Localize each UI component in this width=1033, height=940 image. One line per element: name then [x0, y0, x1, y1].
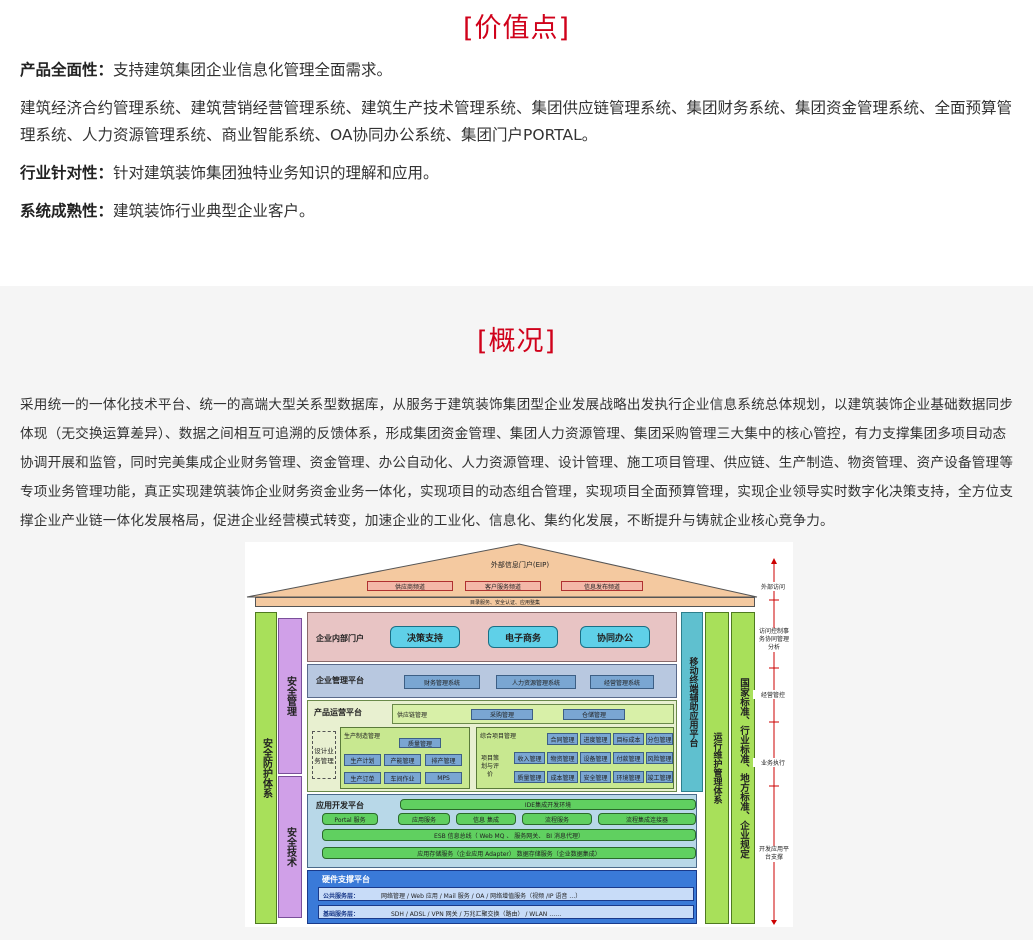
supply-item: 采购管理: [471, 709, 533, 720]
levels-arrow: [769, 558, 779, 925]
mgmt-item: 经营管理系统: [590, 675, 654, 689]
proj-item: 付款管理: [613, 752, 644, 764]
mfg-title: 生产制造管理: [344, 733, 381, 740]
dev-service: 应用服务: [398, 813, 450, 825]
esb-bus: ESB 信息总线（ Web MQ 、 服务网关、 BI 消息代理）: [322, 829, 696, 841]
right-label: 开发应用平台支撑: [757, 846, 791, 862]
storage-services: 应用存储服务（企业应用 Adapter） 数据存储服务（企业数据集成）: [322, 847, 696, 859]
overview-title: [概况]: [476, 326, 557, 357]
proj-item: 安全管理: [580, 771, 611, 783]
proj-item: 成本管理: [547, 771, 578, 783]
product-ops-layer: 产品运营平台 供应链管理 采购管理 仓储管理 设计业务管理 生产制造管理 质量管…: [307, 700, 677, 792]
mgmt-title: 企业管理平台: [316, 676, 364, 685]
proj-planning: 项目策划与评价: [480, 755, 499, 778]
mfg-mgmt-box: 生产制造管理 质量管理 生产计划 产能管理 排产管理 生产订单 车间作业 MPS: [340, 727, 470, 789]
dev-title: 应用开发平台: [316, 801, 364, 810]
proj-item: 物资管理: [547, 752, 578, 764]
mfg-item: 生产计划: [344, 754, 381, 766]
enterprise-mgmt-layer: 企业管理平台 财务管理系统 人力资源管理系统 经营管理系统: [307, 664, 677, 698]
proj-item: 设备管理: [580, 752, 611, 764]
public-label: 公共服务层：: [323, 893, 360, 900]
supply-chain-label: 供应链管理: [397, 712, 428, 719]
standards-column: 国家标准、行业标准、地方标准、企业规定: [731, 612, 755, 924]
value-title: [价值点]: [462, 13, 571, 44]
project-mgmt-box: 综合项目管理 项目策划与评价 合同管理 进度管理 目标成本 分包管理 收入管理 …: [476, 727, 674, 789]
portal-button: 电子商务: [488, 626, 558, 648]
value-item-label: 系统成熟性：: [20, 202, 114, 220]
portal-button: 决策支持: [390, 626, 460, 648]
base-service-row: 基础服务层： SDH / ADSL / VPN 网关 / 万兆汇聚交换（路由） …: [318, 905, 694, 919]
security-technology: 安全技术: [278, 776, 302, 918]
mobile-platform: 移动终端辅助应用平台: [681, 612, 703, 792]
proj-item: 环境管理: [613, 771, 644, 783]
right-label: 经营管控: [753, 690, 793, 699]
ide-box: IDE集成开发环境: [400, 799, 696, 810]
app-dev-layer: 应用开发平台 IDE集成开发环境 Portal 服务 应用服务 信息 集成 流程…: [307, 794, 697, 868]
ops-title: 产品运营平台: [314, 708, 362, 717]
public-service-row: 公共服务层： 网络管理 / Web 应用 / Mail 服务 / OA / 网络…: [318, 887, 694, 901]
public-text: 网络管理 / Web 应用 / Mail 服务 / OA / 网络增值服务（视频…: [381, 893, 582, 900]
supply-chain-box: 供应链管理 采购管理 仓储管理: [392, 704, 674, 724]
value-item-label: 产品全面性：: [20, 61, 114, 79]
right-label: 访问控制事务协同管理分析: [757, 628, 791, 652]
mfg-item: 质量管理: [399, 738, 441, 748]
architecture-diagram: 外部信息门户(EIP) 供应商频道 客户服务频道 信息发布频道 目录服务、安全认…: [245, 542, 793, 927]
proj-item: 目标成本: [613, 733, 644, 745]
dev-service: 流程服务: [522, 813, 592, 825]
base-text: SDH / ADSL / VPN 网关 / 万兆汇聚交换（路由） / WLAN …: [391, 911, 562, 918]
proj-item: 分包管理: [646, 733, 673, 745]
roof-channel: 客户服务频道: [465, 581, 541, 591]
dev-service: 信息 集成: [456, 813, 516, 825]
security-management: 安全管理: [278, 618, 302, 774]
dev-service: 流程集成连接器: [598, 813, 696, 825]
mgmt-item: 财务管理系统: [404, 675, 480, 689]
mfg-item: 产能管理: [384, 754, 421, 766]
security-protection-system: 安全防护体系: [255, 612, 277, 924]
mfg-item: 车间作业: [384, 772, 421, 784]
roof-channel: 供应商频道: [367, 581, 453, 591]
right-label: 外部访问: [753, 582, 793, 591]
value-item-text: 建筑经济合约管理系统、建筑营销经营管理系统、建筑生产技术管理系统、集团供应链管理…: [20, 99, 1013, 144]
portal-title: 企业内部门户: [316, 634, 364, 643]
value-item-2: 建筑经济合约管理系统、建筑营销经营管理系统、建筑生产技术管理系统、集团供应链管理…: [20, 95, 1015, 149]
proj-item: 风险管理: [646, 752, 673, 764]
value-item-4: 系统成熟性：建筑装饰行业典型企业客户。: [20, 198, 1015, 225]
mfg-item: 排产管理: [425, 754, 462, 766]
enterprise-portal-layer: 企业内部门户 决策支持 电子商务 协同办公: [307, 612, 677, 662]
value-item-3: 行业针对性：针对建筑装饰集团独特业务知识的理解和应用。: [20, 160, 1015, 187]
overview-text: 采用统一的一体化技术平台、统一的高端大型关系型数据库，从服务于建筑装饰集团型企业…: [20, 397, 1014, 529]
base-label: 基础服务层：: [323, 911, 360, 918]
proj-item: 合同管理: [547, 733, 578, 745]
portal-button: 协同办公: [580, 626, 650, 648]
roof-channel: 信息发布频道: [561, 581, 643, 591]
hw-title: 硬件支撑平台: [322, 875, 370, 884]
value-item-text: 支持建筑集团企业信息化管理全面需求。: [113, 61, 393, 79]
mfg-item: MPS: [425, 772, 462, 784]
value-item-text: 建筑装饰行业典型企业客户。: [113, 202, 315, 220]
mfg-item: 生产订单: [344, 772, 381, 784]
value-item-label: 行业针对性：: [20, 164, 114, 182]
supply-item: 仓储管理: [563, 709, 625, 720]
proj-title: 综合项目管理: [480, 733, 517, 740]
roof-title: 外部信息门户(EIP): [490, 561, 550, 569]
hardware-layer: 硬件支撑平台 公共服务层： 网络管理 / Web 应用 / Mail 服务 / …: [307, 870, 697, 924]
proj-item: 进度管理: [580, 733, 611, 745]
value-item-1: 产品全面性：支持建筑集团企业信息化管理全面需求。: [20, 57, 1015, 84]
design-mgmt: 设计业务管理: [312, 731, 336, 779]
value-section: [价值点] 产品全面性：支持建筑集团企业信息化管理全面需求。 建筑经济合约管理系…: [0, 0, 1033, 286]
right-label: 业务执行: [753, 758, 793, 767]
proj-item: 竣工管理: [646, 771, 673, 783]
dev-service: Portal 服务: [322, 813, 378, 825]
proj-item: 收入管理: [514, 752, 545, 764]
roof-strip: 目录服务、安全认证、应用整集: [255, 597, 755, 607]
ops-maintenance-system: 运行维护管理体系: [705, 612, 729, 924]
mgmt-item: 人力资源管理系统: [496, 675, 576, 689]
value-item-text: 针对建筑装饰集团独特业务知识的理解和应用。: [113, 164, 439, 182]
proj-item: 质量管理: [514, 771, 545, 783]
